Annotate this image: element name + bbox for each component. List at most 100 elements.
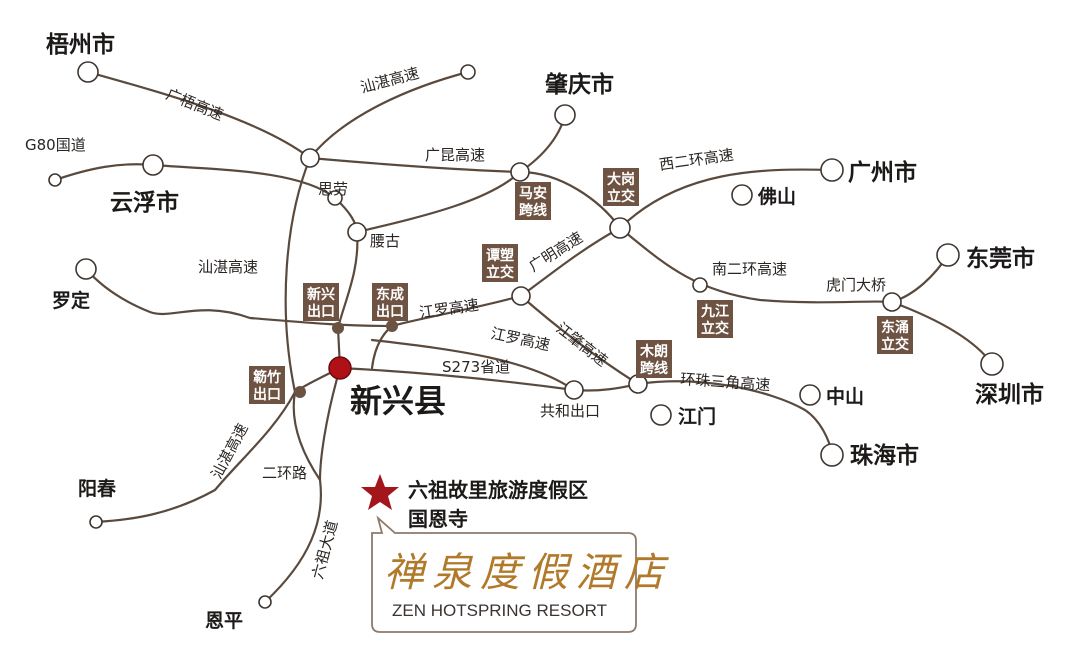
svg-text:马安: 马安	[519, 185, 547, 202]
node-hub	[300, 148, 320, 168]
road-guangming	[519, 226, 622, 298]
label-guangzhou: 广州市	[848, 159, 917, 186]
box-tansu: 谭塑 立交	[482, 244, 518, 282]
node-shanzhan-end	[460, 64, 476, 80]
node-foshan	[731, 184, 753, 206]
svg-text:跨线: 跨线	[640, 360, 668, 377]
road-guangwu	[86, 70, 312, 160]
box-mulang: 木朗 跨线	[636, 340, 672, 378]
node-zhaoqing	[554, 104, 576, 126]
label-nanerhuan: 南二环高速	[712, 260, 787, 278]
svg-text:出口: 出口	[307, 303, 335, 320]
label-zhongshan: 中山	[826, 385, 864, 408]
label-yunfu: 云浮市	[110, 189, 179, 216]
svg-text:九江: 九江	[700, 303, 729, 320]
label-shanzhan-top: 汕湛高速	[358, 64, 421, 97]
label-xierhuan: 西二环高速	[658, 146, 735, 174]
label-s273: S273省道	[442, 358, 510, 376]
label-humen: 虎门大桥	[826, 276, 886, 294]
city-labels: 梧州市 肇庆市 云浮市 广州市 佛山 东莞市 深圳市 中山 江门 珠海市 罗定 …	[46, 31, 1044, 632]
road-xierhuan	[618, 168, 834, 230]
label-yangchun: 阳春	[78, 477, 116, 500]
node-dongguan	[936, 243, 960, 267]
label-guangming: 广明高速	[526, 228, 586, 275]
svg-text:出口: 出口	[253, 386, 281, 403]
hotel-name-en: ZEN HOTSPRING RESORT	[392, 601, 607, 620]
node-silao	[327, 190, 343, 206]
box-dagang: 大岗 立交	[603, 168, 639, 206]
label-gonghe: 共和出口	[540, 402, 600, 420]
node-zhongshan	[799, 384, 821, 406]
label-county: 新兴县	[350, 382, 446, 420]
label-guangwu: 广梧高速	[164, 85, 226, 124]
node-jinzhu-exit	[294, 386, 306, 398]
road-jiangluo-north	[84, 267, 523, 328]
svg-text:新兴: 新兴	[307, 286, 335, 303]
label-guangkun: 广昆高速	[425, 146, 485, 164]
road-s273	[338, 366, 576, 392]
hotel-callout-box	[371, 515, 637, 633]
node-shenzhen	[980, 352, 1004, 376]
junction-boxes: 马安 跨线 大岗 立交 谭塑 立交 九江 立交 东涌 立交 木朗 跨线	[249, 168, 913, 404]
svg-text:东涌: 东涌	[881, 319, 909, 336]
label-foshan: 佛山	[757, 185, 796, 208]
label-g80: G80国道	[25, 136, 86, 154]
svg-text:簕竹: 簕竹	[253, 369, 281, 386]
label-jiangzhao: 江肇高速	[553, 319, 611, 370]
box-jinzhu-exit: 簕竹 出口	[249, 366, 285, 404]
node-jiujiang	[692, 277, 708, 293]
label-zhaoqing: 肇庆市	[545, 71, 614, 98]
hotel-name-cn: 禅泉度假酒店	[384, 550, 672, 596]
label-yaogu: 腰古	[370, 232, 400, 250]
svg-text:木朗: 木朗	[639, 343, 668, 360]
label-enping: 恩平	[205, 610, 243, 632]
label-shenzhen: 深圳市	[975, 381, 1044, 408]
hotel-callout: 禅泉度假酒店 ZEN HOTSPRING RESORT	[371, 515, 672, 633]
node-g80-end	[48, 173, 62, 187]
svg-text:东成: 东成	[376, 286, 404, 303]
road-shanzhan-west	[94, 156, 312, 524]
svg-text:出口: 出口	[376, 303, 404, 320]
label-wuzhou: 梧州市	[46, 31, 115, 58]
road-shanzhan-top	[308, 70, 470, 160]
road-jiangzhao	[519, 294, 640, 386]
box-xinxing-exit: 新兴 出口	[303, 283, 339, 321]
svg-text:立交: 立交	[881, 336, 909, 353]
road-maan-link	[355, 170, 522, 234]
node-dongcheng-exit	[386, 320, 398, 332]
label-jiangluo-1: 江罗高速	[418, 296, 480, 322]
attraction-marker: 六祖故里旅游度假区 国恩寺	[361, 474, 588, 531]
road-g80	[53, 163, 337, 200]
node-zhuhai	[820, 443, 844, 467]
node-maan	[510, 162, 530, 182]
node-yangchun	[89, 515, 103, 529]
road-labels: 广梧高速 汕湛高速 G80国道 广昆高速 西二环高速 南二环高速 虎门大桥 思劳…	[25, 64, 886, 581]
svg-text:立交: 立交	[486, 264, 514, 281]
road-huanzhu	[636, 380, 834, 457]
label-silao: 思劳	[318, 180, 348, 198]
road-guangkun	[308, 156, 622, 230]
node-dagang	[609, 217, 631, 239]
node-guangzhou	[820, 158, 844, 182]
svg-text:大岗: 大岗	[607, 171, 635, 188]
road-liuzu	[318, 366, 342, 482]
map-nodes	[48, 61, 1004, 609]
box-maan: 马安 跨线	[515, 182, 551, 220]
road-nanerhuan	[618, 226, 950, 304]
node-wuzhou	[77, 61, 99, 83]
svg-text:立交: 立交	[701, 320, 729, 337]
svg-text:谭塑: 谭塑	[486, 247, 514, 264]
node-xinxing-county	[328, 356, 352, 380]
label-huanzhu: 环珠三角高速	[680, 370, 771, 394]
label-jiangmen: 江门	[678, 405, 716, 428]
road-yaogu	[333, 196, 359, 370]
label-luoding: 罗定	[52, 289, 90, 312]
label-liuzu-ave: 六祖大道	[308, 518, 341, 581]
node-enping	[258, 595, 272, 609]
label-dongguan: 东莞市	[966, 245, 1035, 272]
box-dongcheng-exit: 东成 出口	[372, 283, 408, 321]
label-zhuhai: 珠海市	[850, 442, 919, 469]
node-yaogu	[347, 222, 367, 242]
node-tansu	[511, 286, 531, 306]
attraction-line1: 六祖故里旅游度假区	[408, 478, 588, 502]
